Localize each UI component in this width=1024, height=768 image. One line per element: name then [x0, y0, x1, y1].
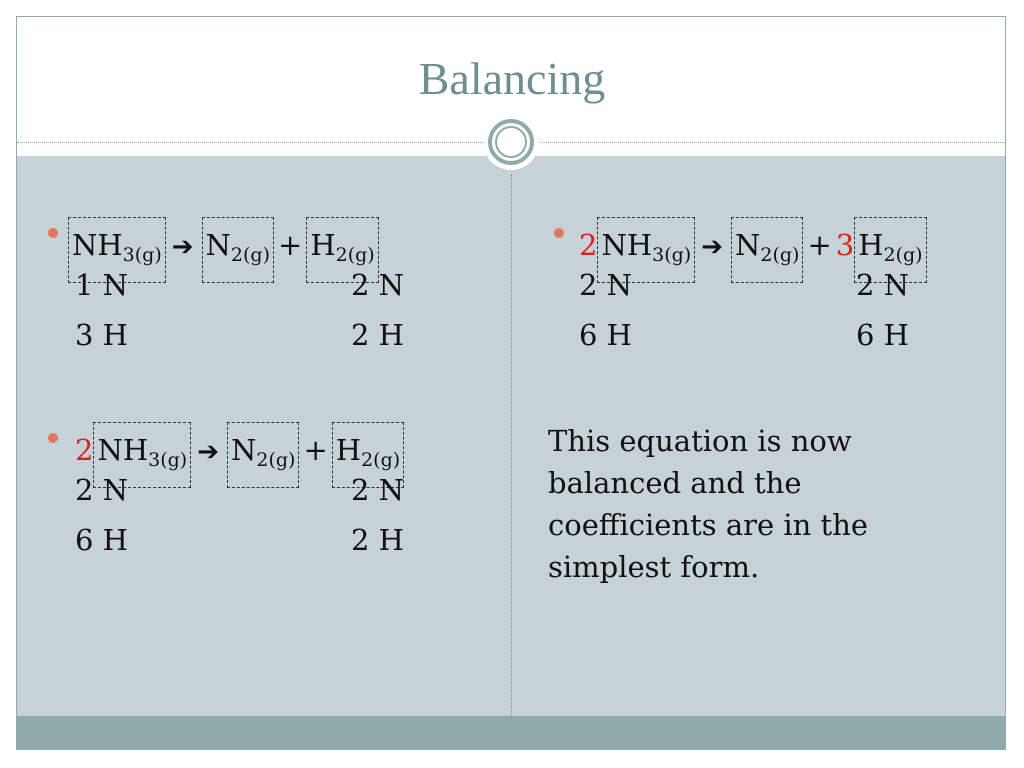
- eq3-left-count-h: 6 H: [579, 318, 632, 352]
- product-2-state: 2(g): [883, 244, 923, 266]
- coefficient-nh3: 2: [75, 433, 94, 467]
- product-2-box: H2(g): [306, 217, 379, 283]
- product-1-state: 2(g): [760, 244, 800, 266]
- eq1-right-count-h: 2 H: [351, 318, 404, 352]
- eq2-right-count-h: 2 H: [351, 523, 404, 557]
- ring-inner-icon: [495, 126, 527, 158]
- eq3-right-count-h: 6 H: [856, 318, 909, 352]
- eq2-left-count-h: 6 H: [75, 523, 128, 557]
- product-1-box: N2(g): [227, 422, 300, 488]
- product-2-state: 2(g): [361, 449, 401, 471]
- product-1-formula: N: [205, 228, 231, 262]
- bullet-icon: [554, 228, 564, 238]
- reactant-formula: NH: [97, 433, 149, 467]
- eq1-right-count-n: 2 N: [351, 268, 405, 302]
- product-1-state: 2(g): [256, 449, 296, 471]
- plus-sign: +: [303, 433, 328, 467]
- arrow-icon: ➔: [701, 232, 723, 262]
- reactant-box: NH3(g): [93, 422, 192, 488]
- bullet-icon: [48, 433, 58, 443]
- coefficient-nh3: 2: [579, 228, 598, 262]
- coefficient-h2: 3: [835, 228, 855, 262]
- footer-band: [17, 716, 1005, 749]
- product-1-box: N2(g): [201, 217, 274, 283]
- product-2-formula: H: [858, 228, 884, 262]
- product-2-formula: H: [335, 433, 362, 467]
- eq3-right-count-n: 2 N: [856, 268, 910, 302]
- product-1-formula: N: [231, 433, 257, 467]
- product-1-state: 2(g): [230, 244, 270, 266]
- reactant-box: NH3(g): [68, 217, 166, 283]
- eq1-left-count-h: 3 H: [75, 318, 128, 352]
- column-divider: [511, 174, 512, 716]
- reactant-box: NH3(g): [597, 217, 696, 283]
- arrow-icon: ➔: [171, 232, 194, 262]
- eq2-left-count-n: 2 N: [75, 473, 129, 507]
- plus-sign: +: [807, 228, 832, 262]
- product-1-formula: N: [735, 228, 761, 262]
- product-1-box: N2(g): [731, 217, 804, 283]
- product-2-state: 2(g): [335, 244, 375, 266]
- reactant-state: 3(g): [122, 244, 162, 266]
- plus-sign: +: [278, 228, 303, 262]
- equation-1: NH3(g)➔N2(g)+H2(g): [68, 217, 379, 283]
- reactant-formula: NH: [72, 228, 123, 262]
- bullet-icon: [48, 228, 58, 238]
- product-2-box: H2(g): [331, 422, 405, 488]
- eq1-left-count-n: 1 N: [75, 268, 129, 302]
- slide-title: Balancing: [418, 53, 606, 104]
- eq3-left-count-n: 2 N: [579, 268, 633, 302]
- reactant-state: 3(g): [652, 244, 692, 266]
- reactant-formula: NH: [601, 228, 653, 262]
- reactant-state: 3(g): [148, 449, 188, 471]
- product-2-box: H2(g): [854, 217, 927, 283]
- eq2-right-count-n: 2 N: [351, 473, 405, 507]
- product-2-formula: H: [310, 228, 336, 262]
- conclusion-text: This equation is now balanced and the co…: [548, 424, 869, 584]
- arrow-icon: ➔: [197, 437, 219, 467]
